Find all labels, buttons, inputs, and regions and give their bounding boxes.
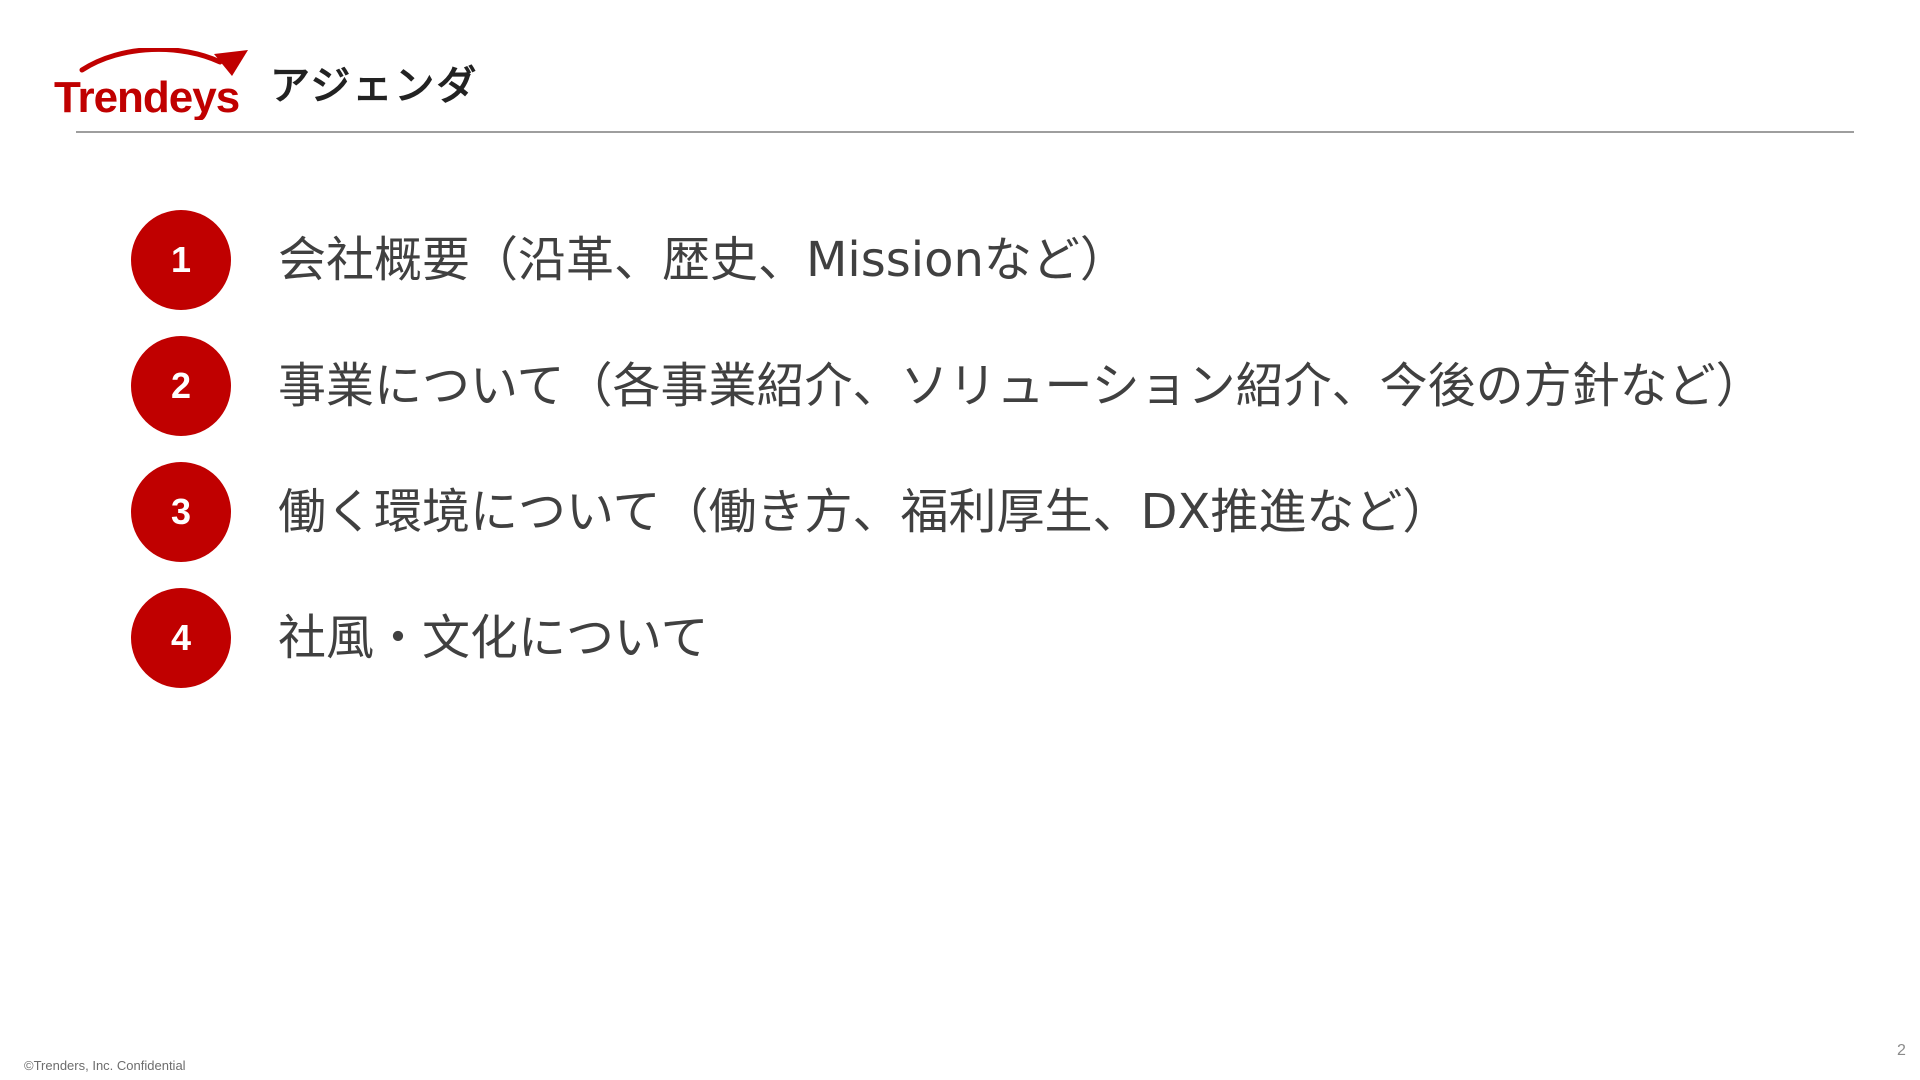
svg-text:Trendeys: Trendeys <box>54 73 239 120</box>
agenda-number-badge: 1 <box>131 210 231 310</box>
footer-copyright: ©Trenders, Inc. Confidential <box>24 1058 186 1073</box>
page-title: アジェンダ <box>270 63 479 109</box>
agenda-item: 3 働く環境について（働き方、福利厚生、DX推進など） <box>131 462 1851 562</box>
page-number: 2 <box>1897 1042 1906 1059</box>
slide-header: Trendeys アジェンダ <box>0 0 1920 140</box>
agenda-number-badge: 2 <box>131 336 231 436</box>
agenda-list: 1 会社概要（沿革、歴史、Missionなど） 2 事業について（各事業紹介、ソ… <box>131 210 1851 714</box>
trenders-logo: Trendeys <box>52 48 252 120</box>
agenda-item: 1 会社概要（沿革、歴史、Missionなど） <box>131 210 1851 310</box>
agenda-item: 4 社風・文化について <box>131 588 1851 688</box>
header-divider <box>76 131 1854 133</box>
agenda-item-text: 事業について（各事業紹介、ソリューション紹介、今後の方針など） <box>278 358 1764 414</box>
agenda-item-text: 社風・文化について <box>278 610 709 666</box>
agenda-item-text: 会社概要（沿革、歴史、Missionなど） <box>278 232 1128 288</box>
agenda-item-text: 働く環境について（働き方、福利厚生、DX推進など） <box>278 484 1451 540</box>
agenda-item: 2 事業について（各事業紹介、ソリューション紹介、今後の方針など） <box>131 336 1851 436</box>
agenda-number-badge: 4 <box>131 588 231 688</box>
agenda-number-badge: 3 <box>131 462 231 562</box>
